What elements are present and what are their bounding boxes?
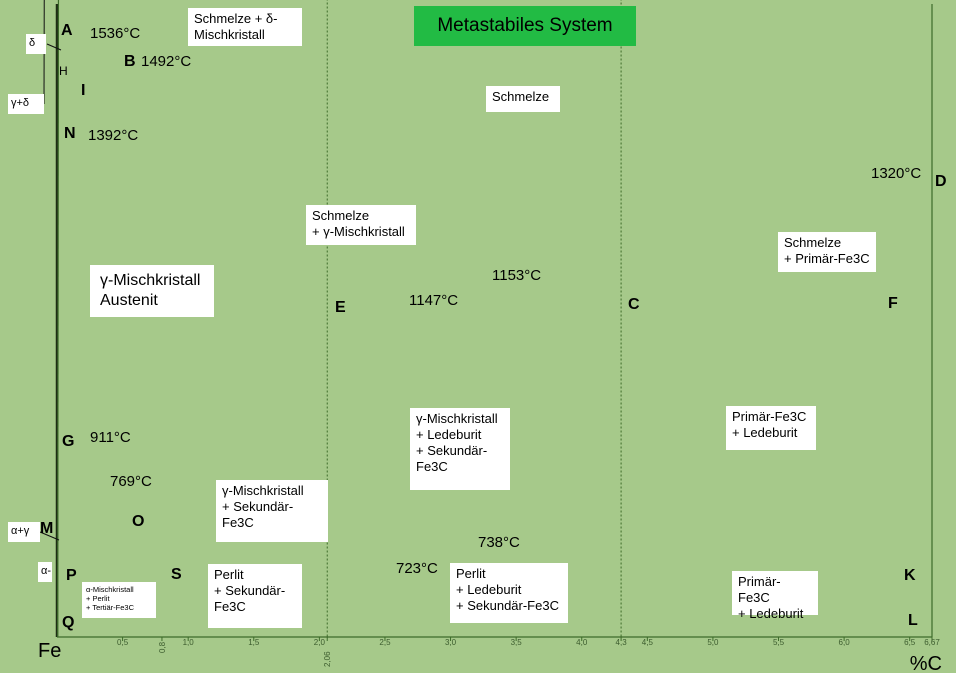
temperature-label: 911°C bbox=[90, 429, 131, 446]
x-tick-label: 5,0 bbox=[707, 638, 719, 647]
x-tick-label: 3,5 bbox=[511, 638, 523, 647]
point-label-i: I bbox=[81, 82, 85, 99]
label-melt-delta: Schmelze + δ- Mischkristall bbox=[188, 8, 302, 46]
point-label-q: Q bbox=[62, 614, 74, 631]
point-label-l: L bbox=[908, 612, 918, 629]
x-tick-label: 5,5 bbox=[773, 638, 785, 647]
diagram-title: Metastabiles System bbox=[414, 6, 636, 46]
label-alpha-small: α-Mischkristall + Perlit + Tertiär-Fe3C bbox=[82, 582, 156, 618]
label-melt: Schmelze bbox=[486, 86, 560, 112]
x-tick-label: 0,5 bbox=[117, 638, 129, 647]
label-melt-gamma: Schmelze + γ-Mischkristall bbox=[306, 205, 416, 245]
temperature-label: 1153°C bbox=[492, 267, 541, 284]
label-alpha: α- bbox=[38, 562, 52, 582]
x-tick-label: 4,5 bbox=[642, 638, 654, 647]
point-label-b: B bbox=[124, 53, 136, 70]
x-tick-label: 2,06 bbox=[323, 651, 332, 667]
x-tick-label: 0,8 bbox=[158, 641, 167, 653]
label-austenite: γ-Mischkristall Austenit bbox=[90, 265, 214, 317]
point-label-h: H bbox=[59, 64, 68, 78]
point-label-s: S bbox=[171, 566, 182, 583]
label-gamma-secondary: γ-Mischkristall + Sekundär- Fe3C bbox=[216, 480, 328, 542]
x-tick-label: 1,0 bbox=[183, 638, 195, 647]
point-label-a: A bbox=[61, 22, 73, 39]
x-tick-label: 6,67 bbox=[924, 638, 940, 647]
leader-delta bbox=[46, 43, 62, 51]
temperature-label: 769°C bbox=[110, 473, 152, 490]
x-tick-label: 4,0 bbox=[576, 638, 588, 647]
point-label-f: F bbox=[888, 295, 898, 312]
point-label-d: D bbox=[935, 173, 947, 190]
point-label-m: M bbox=[40, 520, 53, 537]
x-tick-label: 1,5 bbox=[248, 638, 260, 647]
label-perlit-ledeburit: Perlit + Ledeburit + Sekundär-Fe3C bbox=[450, 563, 568, 623]
label-delta: δ bbox=[26, 34, 46, 54]
x-unit-label: %C bbox=[910, 653, 942, 673]
label-perlit-secondary: Perlit + Sekundär- Fe3C bbox=[208, 564, 302, 628]
x-origin-label: Fe bbox=[38, 640, 61, 662]
temperature-label: 1492°C bbox=[141, 53, 191, 70]
point-label-c: C bbox=[628, 296, 640, 313]
solubility-pq bbox=[57, 0, 59, 638]
point-label-n: N bbox=[64, 125, 76, 142]
label-melt-fe3c: Schmelze + Primär-Fe3C bbox=[778, 232, 876, 272]
x-tick-label: 4,3 bbox=[616, 638, 628, 647]
temperature-label: 723°C bbox=[396, 560, 438, 577]
x-tick-label: 2,0 bbox=[314, 638, 326, 647]
temperature-label: 1536°C bbox=[90, 25, 140, 42]
point-label-e: E bbox=[335, 299, 346, 316]
temperature-label: 1320°C bbox=[871, 165, 921, 182]
temperature-label: 738°C bbox=[478, 534, 520, 551]
label-gamma-delta: γ+δ bbox=[8, 94, 44, 114]
x-tick-label: 3,0 bbox=[445, 638, 457, 647]
temperature-label: 1392°C bbox=[88, 127, 138, 144]
label-primary-ledeburit-lower: Primär-Fe3C + Ledeburit bbox=[732, 571, 818, 621]
label-gamma-ledeburit: γ-Mischkristall + Ledeburit + Sekundär- … bbox=[410, 408, 510, 490]
leader-alpha-gamma bbox=[39, 531, 60, 541]
x-tick-label: 2,5 bbox=[379, 638, 391, 647]
point-label-p: P bbox=[66, 567, 77, 584]
label-primary-ledeburit-upper: Primär-Fe3C + Ledeburit bbox=[726, 406, 816, 450]
point-label-g: G bbox=[62, 433, 74, 450]
x-tick-label: 6,5 bbox=[904, 638, 916, 647]
point-label-o: O bbox=[132, 513, 144, 530]
point-label-k: K bbox=[904, 567, 916, 584]
temperature-label: 1147°C bbox=[409, 292, 458, 309]
x-tick-label: 6,0 bbox=[839, 638, 851, 647]
label-alpha-gamma: α+γ bbox=[8, 522, 40, 542]
